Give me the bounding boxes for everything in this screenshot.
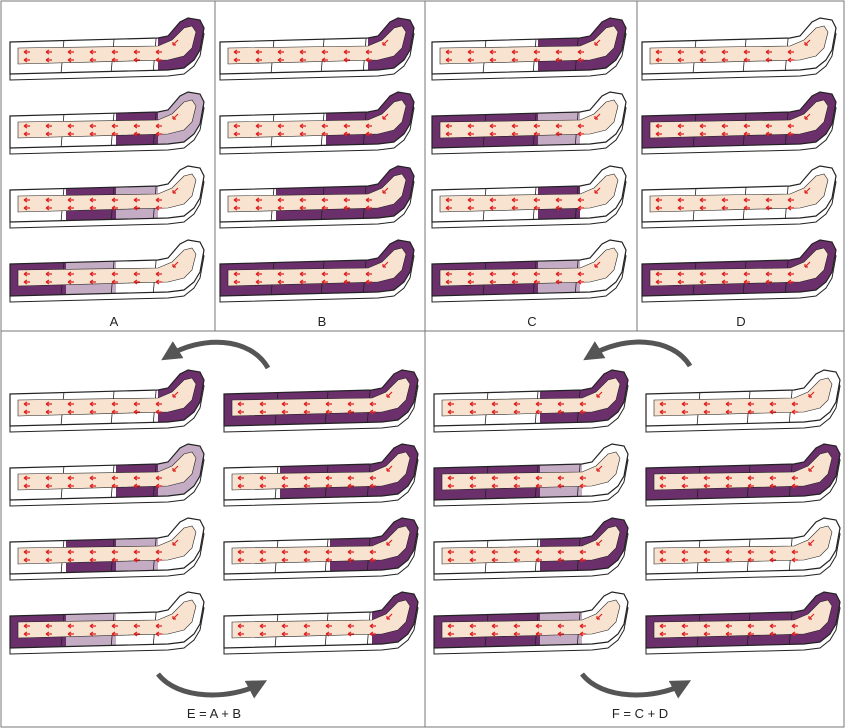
cycle-arrow-f-bottom — [582, 674, 684, 695]
panel-label-f: F = C + D — [612, 706, 668, 721]
leg-combined-0-right-1 — [224, 358, 422, 438]
leg-panel-b-2 — [220, 80, 418, 160]
leg-combined-0-right-2 — [224, 432, 422, 512]
leg-panel-c-4 — [432, 228, 626, 308]
leg-panel-c-2 — [432, 80, 626, 160]
leg-panel-a-4 — [10, 228, 204, 308]
cycle-arrow-f-top — [590, 342, 690, 366]
leg-combined-0-right-4 — [224, 580, 422, 660]
leg-panel-b-4 — [220, 228, 418, 308]
leg-panel-d-4 — [642, 228, 840, 308]
leg-panel-d-1 — [642, 16, 836, 86]
leg-combined-1-left-1 — [434, 358, 632, 438]
leg-combined-0-left-3 — [10, 506, 204, 586]
cycle-arrow-e-bottom — [158, 674, 260, 695]
leg-combined-1-right-4 — [646, 580, 844, 660]
leg-combined-0-left-4 — [10, 580, 204, 660]
panel-label-b: B — [318, 314, 327, 329]
leg-combined-1-right-1 — [646, 368, 840, 438]
leg-panel-a-2 — [10, 80, 208, 160]
cycle-arrow-e-top — [168, 342, 268, 368]
leg-panel-d-2 — [642, 80, 840, 160]
leg-panel-a-3 — [10, 154, 204, 234]
leg-panel-c-1 — [432, 6, 630, 86]
leg-panel-b-3 — [220, 154, 418, 234]
leg-panel-c-3 — [432, 154, 626, 234]
leg-panel-b-1 — [220, 6, 418, 86]
panel-label-d: D — [736, 314, 745, 329]
panel-label-a: A — [110, 314, 119, 329]
leg-combined-0-right-3 — [224, 506, 422, 586]
leg-combined-0-left-1 — [10, 358, 208, 438]
leg-combined-1-left-2 — [434, 432, 628, 512]
leg-panel-a-1 — [10, 6, 208, 86]
leg-combined-1-right-3 — [646, 516, 840, 586]
leg-combined-1-right-2 — [646, 432, 844, 512]
leg-panel-d-3 — [642, 164, 836, 234]
panel-label-e: E = A + B — [187, 706, 241, 721]
leg-combined-0-left-2 — [10, 432, 208, 512]
leg-combined-1-left-3 — [434, 506, 632, 586]
leg-combined-1-left-4 — [434, 580, 628, 660]
panel-label-c: C — [527, 314, 536, 329]
